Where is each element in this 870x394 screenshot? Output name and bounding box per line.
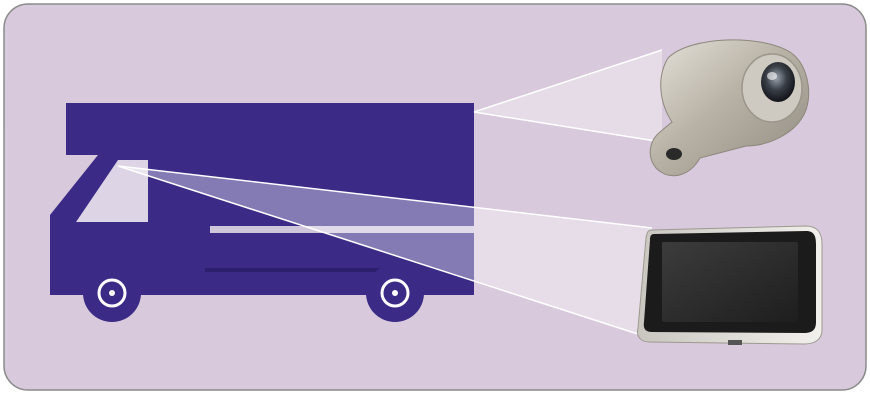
rear-wheel-icon	[366, 264, 424, 322]
front-wheel-icon	[83, 264, 141, 322]
monitor-screen	[662, 242, 798, 322]
monitor-display-icon	[638, 226, 823, 345]
truck-skirt	[205, 268, 405, 272]
truck-cargo-box	[66, 103, 474, 155]
